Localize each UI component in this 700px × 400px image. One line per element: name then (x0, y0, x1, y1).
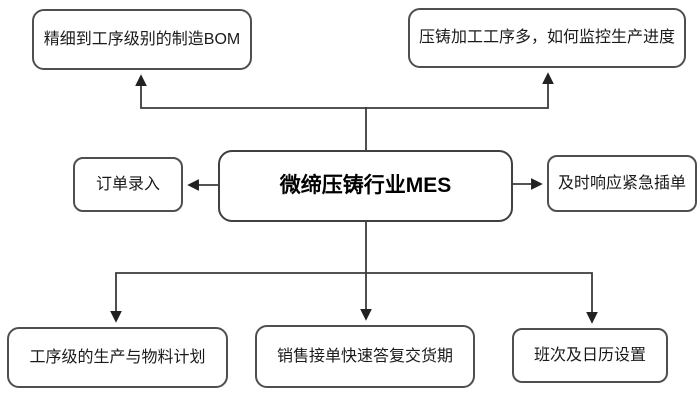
node-left-label: 订单录入 (95, 175, 160, 193)
node-top-left-label: 精细到工序级别的制造BOM (43, 30, 241, 48)
node-bottom-left-label: 工序级的生产与物料计划 (29, 348, 206, 366)
node-center-label: 微缔压铸行业MES (279, 174, 452, 198)
arrow-center-to-bottom-right (366, 272, 598, 324)
node-bottom-right: 班次及日历设置 (512, 328, 668, 383)
node-top-right-label: 压铸加工工序多，如何监控生产进度 (418, 29, 675, 47)
node-bottom-center: 销售接单快速答复交货期 (255, 325, 475, 388)
arrow-center-to-top-left (135, 74, 367, 109)
node-bottom-center-label: 销售接单快速答复交货期 (276, 347, 453, 365)
arrow-center-to-bottom-left (110, 272, 366, 323)
node-bottom-left: 工序级的生产与物料计划 (7, 327, 228, 388)
arrow-center-to-top-right (365, 72, 554, 109)
node-right: 及时响应紧急插单 (547, 155, 697, 212)
node-left: 订单录入 (73, 157, 183, 212)
node-bottom-right-label: 班次及日历设置 (533, 346, 646, 364)
node-top-left: 精细到工序级别的制造BOM (32, 9, 252, 70)
node-right-label: 及时响应紧急插单 (557, 174, 686, 192)
node-center-mes: 微缔压铸行业MES (218, 150, 513, 222)
node-top-right: 压铸加工工序多，如何监控生产进度 (408, 8, 686, 68)
